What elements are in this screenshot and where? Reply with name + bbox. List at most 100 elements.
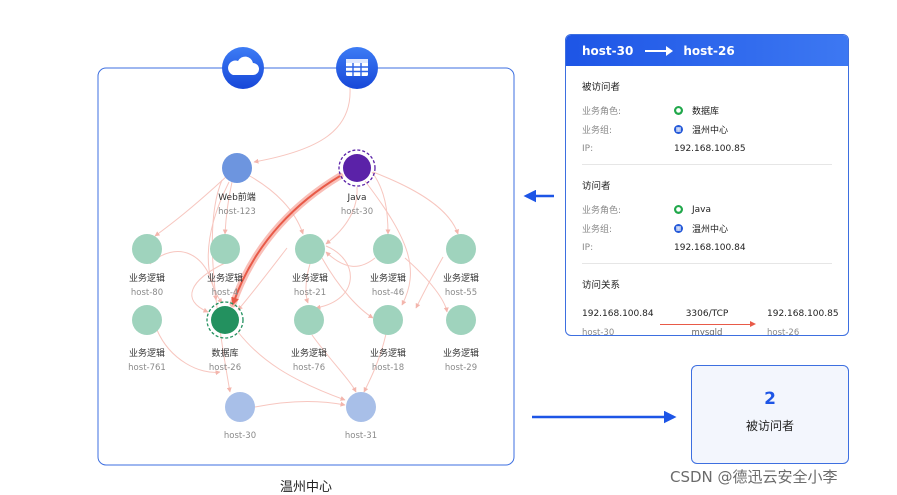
visited-section: 被访问者 业务角色: ●数据库 业务组: ▦温州中心 IP: 192.168.1… (566, 79, 848, 158)
node-host-29[interactable]: 业务逻辑 host-29 (443, 305, 479, 373)
divider (582, 263, 832, 264)
edge (254, 401, 346, 408)
svg-text:host-80: host-80 (131, 288, 163, 298)
edge (154, 175, 228, 237)
svg-text:业务逻辑: 业务逻辑 (370, 347, 406, 359)
svg-text:host-76: host-76 (293, 363, 325, 373)
cluster-label: 温州中心 (280, 480, 332, 495)
node-web[interactable]: Web前端 host-123 (218, 153, 256, 217)
nodes: Web前端 host-123 Java host-30 业务逻辑 host-80… (128, 149, 479, 441)
visitor-title: 访问者 (582, 181, 611, 192)
visitor-group-row: 业务组: ▦温州中心 (582, 224, 729, 235)
edge (211, 179, 232, 393)
arrow-right-icon (645, 45, 674, 56)
edge (222, 181, 233, 235)
visited-title: 被访问者 (582, 82, 621, 93)
svg-text:业务逻辑: 业务逻辑 (291, 347, 327, 359)
visitor-role-row: 业务角色: ●Java (582, 204, 712, 217)
user-icon: ● (674, 106, 683, 115)
edge (156, 329, 221, 376)
node-host-18[interactable]: 业务逻辑 host-18 (370, 305, 406, 373)
flow-arrow-icon (660, 321, 756, 327)
divider (582, 164, 832, 165)
svg-text:Java: Java (346, 193, 366, 203)
node-host-55[interactable]: 业务逻辑 host-55 (443, 234, 479, 298)
visited-group-row: 业务组: ▦温州中心 (582, 125, 729, 136)
svg-text:数据库: 数据库 (211, 347, 238, 359)
edges (149, 87, 459, 408)
source-host: host-30 (582, 43, 634, 58)
svg-text:host-761: host-761 (128, 363, 166, 373)
cluster-box (97, 67, 515, 466)
svg-text:Web前端: Web前端 (218, 191, 256, 203)
svg-text:host-26: host-26 (209, 363, 241, 373)
edge (364, 180, 411, 306)
edge (325, 251, 376, 267)
relation-title: 访问关系 (582, 280, 621, 291)
edge (253, 87, 351, 164)
svg-text:host-46: host-46 (372, 288, 404, 298)
target-host: host-26 (683, 43, 735, 58)
visited-count-card[interactable]: 2 被访问者 (691, 365, 849, 464)
node-host-46[interactable]: 业务逻辑 host-46 (370, 234, 406, 298)
panel-header: host-30 host-26 (566, 35, 848, 66)
edge (304, 263, 311, 304)
node-host-76[interactable]: 业务逻辑 host-76 (291, 305, 327, 373)
source-host-label: host-30 (582, 328, 615, 336)
edge (325, 186, 358, 245)
user-icon: ● (674, 205, 683, 214)
svg-text:业务逻辑: 业务逻辑 (129, 347, 165, 359)
visited-ip-row: IP: 192.168.100.85 (582, 143, 746, 154)
process-label: mysqld (691, 328, 723, 336)
svg-text:host-4: host-4 (212, 288, 239, 298)
node-db[interactable]: 数据库 host-26 (206, 301, 244, 373)
svg-text:业务逻辑: 业务逻辑 (443, 272, 479, 284)
node-host-31-bottom[interactable]: host-31 (345, 392, 377, 441)
edge (404, 257, 449, 313)
svg-text:host-30: host-30 (224, 431, 256, 441)
svg-text:host-123: host-123 (218, 207, 256, 217)
node-host-761[interactable]: 业务逻辑 host-761 (128, 305, 166, 373)
group-icon: ▦ (674, 125, 683, 134)
edge (247, 174, 304, 235)
visitor-section: 访问者 业务角色: ●Java 业务组: ▦温州中心 IP: 192.168.1… (566, 178, 848, 257)
cloud-icon[interactable] (222, 47, 264, 89)
target-host-label: host-26 (767, 328, 800, 336)
node-host-80[interactable]: 业务逻辑 host-80 (129, 234, 165, 298)
edge (237, 247, 288, 311)
node-host-21[interactable]: 业务逻辑 host-21 (292, 234, 328, 298)
svg-text:业务逻辑: 业务逻辑 (129, 272, 165, 284)
edge (311, 334, 357, 393)
edge (237, 331, 346, 401)
access-detail-panel: host-30 host-26 被访问者 业务角色: ●数据库 业务组: ▦温州… (565, 34, 849, 336)
edge (315, 245, 351, 310)
edge (363, 333, 387, 393)
svg-text:host-29: host-29 (445, 363, 477, 373)
visited-count: 2 (764, 389, 776, 409)
group-icon: ▦ (674, 224, 683, 233)
target-ip: 192.168.100.85 (767, 309, 839, 319)
svg-text:业务逻辑: 业务逻辑 (292, 272, 328, 284)
source-ip: 192.168.100.84 (582, 309, 654, 319)
protocol-label: 3306/TCP (685, 309, 729, 319)
edge (372, 171, 459, 235)
edge (207, 181, 230, 304)
edge (321, 257, 374, 319)
edge (415, 256, 444, 309)
node-host-30-bottom[interactable]: host-30 (224, 392, 256, 441)
visited-count-label: 被访问者 (745, 419, 794, 433)
svg-text:业务逻辑: 业务逻辑 (207, 272, 243, 284)
edge (371, 171, 391, 235)
svg-text:host-55: host-55 (445, 288, 477, 298)
relation-section: 访问关系 (566, 277, 848, 291)
node-host-4[interactable]: 业务逻辑 host-4 (207, 234, 243, 298)
svg-text:host-31: host-31 (345, 431, 377, 441)
visited-role-row: 业务角色: ●数据库 (582, 106, 720, 117)
svg-text:业务逻辑: 业务逻辑 (370, 272, 406, 284)
visitor-ip-row: IP: 192.168.100.84 (582, 242, 746, 253)
node-java[interactable]: Java host-30 (338, 149, 376, 217)
svg-text:host-30: host-30 (341, 207, 373, 217)
table-icon[interactable] (336, 47, 378, 89)
edge (191, 262, 226, 313)
